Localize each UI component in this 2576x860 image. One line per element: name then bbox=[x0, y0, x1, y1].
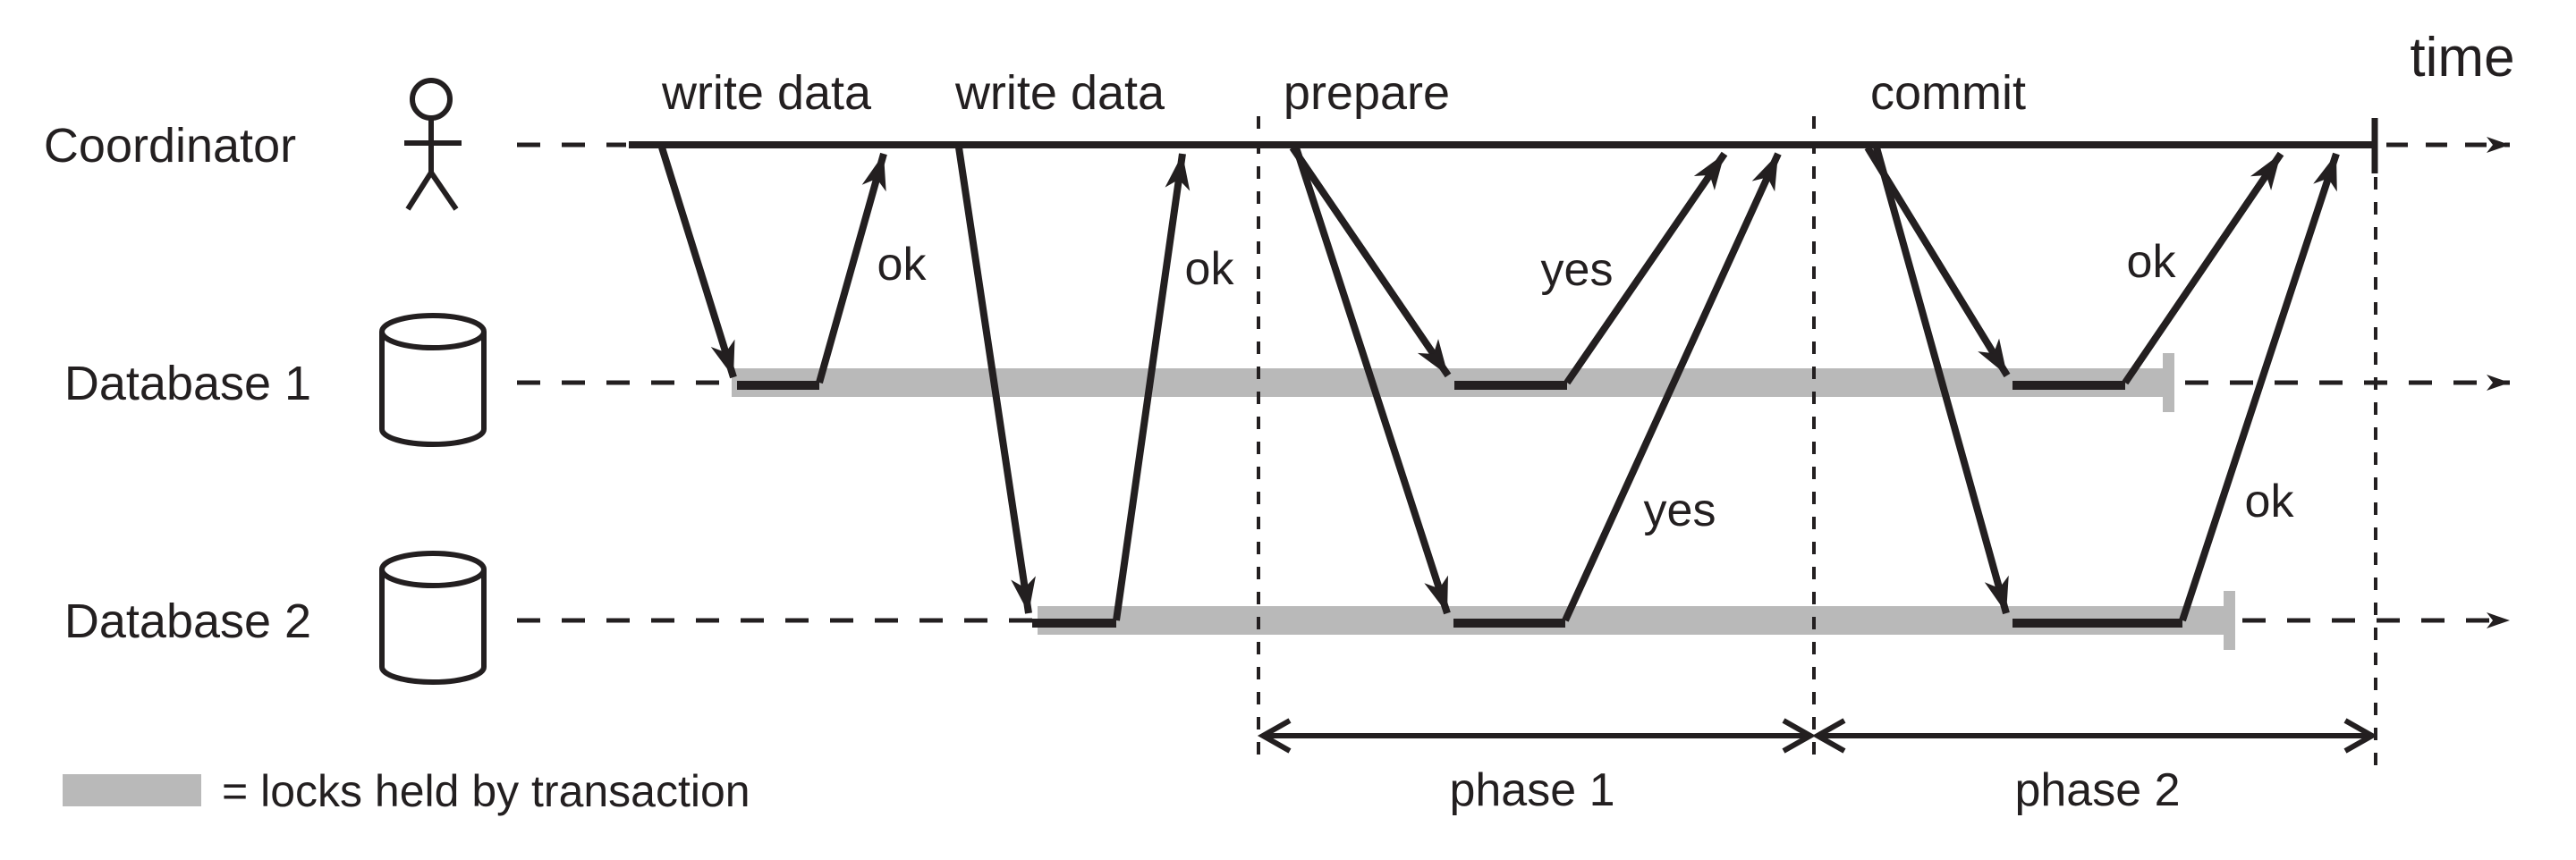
prepare-db1-yes-label: yes bbox=[1541, 244, 1614, 296]
database1-label: Database 1 bbox=[64, 357, 311, 410]
stick-figure-head bbox=[410, 78, 453, 121]
write-data-2-ok-label: ok bbox=[1185, 243, 1235, 295]
phase-boundaries bbox=[1257, 116, 2377, 767]
legend-label: = locks held by transaction bbox=[222, 766, 750, 816]
prepare-db2-yes-arrow bbox=[1562, 152, 1782, 622]
database2-lock-bar-end-cap bbox=[2224, 591, 2235, 650]
commit-db2-ok-label: ok bbox=[2245, 476, 2295, 527]
prepare-label: prepare bbox=[1284, 66, 1450, 120]
prepare-db1-request-arrow bbox=[1289, 145, 1452, 378]
lock-bars bbox=[732, 353, 2235, 650]
commit-db1-ok-arrow bbox=[2122, 151, 2284, 385]
prepare-exchange: prepare yes yes bbox=[1284, 66, 1782, 628]
database1-lock-bar-end-cap bbox=[2163, 353, 2174, 412]
database2-label: Database 2 bbox=[64, 594, 311, 648]
commit-label: commit bbox=[1870, 66, 2026, 120]
commit-db2-ok-arrow bbox=[2179, 152, 2340, 622]
phase2-left-chevron bbox=[1811, 718, 1846, 754]
write-data-2-request-arrow bbox=[955, 147, 1036, 614]
write-data-2-exchange: write data ok bbox=[954, 66, 1235, 628]
commit-db2-request-arrow bbox=[1873, 146, 2010, 615]
database1-cylinder-icon bbox=[379, 313, 487, 448]
write-data-1-exchange: write data ok bbox=[658, 66, 928, 390]
write-data-1-request-arrow bbox=[658, 146, 737, 379]
phase1-left-chevron bbox=[1257, 718, 1292, 754]
phase2-label: phase 2 bbox=[2014, 764, 2180, 816]
write-data-1-response-arrow bbox=[816, 152, 887, 384]
commit-exchange: commit ok ok bbox=[1864, 66, 2340, 628]
phase1-right-chevron bbox=[1782, 718, 1817, 754]
commit-db1-ok-label: ok bbox=[2127, 236, 2177, 288]
write-data-2-label: write data bbox=[954, 66, 1165, 120]
prepare-db2-yes-label: yes bbox=[1644, 485, 1716, 536]
legend: = locks held by transaction bbox=[63, 766, 750, 816]
write-data-1-label: write data bbox=[661, 66, 872, 120]
phase-annotations: phase 1 phase 2 bbox=[1257, 718, 2378, 816]
stick-figure-icon bbox=[404, 78, 462, 211]
legend-lock-swatch bbox=[63, 774, 201, 806]
database2-row: Database 2 bbox=[64, 551, 2510, 686]
prepare-db1-yes-arrow bbox=[1563, 151, 1728, 385]
phase1-label: phase 1 bbox=[1449, 764, 1614, 816]
time-label: time bbox=[2410, 27, 2514, 89]
coordinator-row: Coordinator time bbox=[44, 27, 2515, 211]
commit-db1-request-arrow bbox=[1864, 145, 2011, 378]
write-data-2-response-arrow bbox=[1113, 153, 1191, 621]
coordinator-label: Coordinator bbox=[44, 119, 296, 173]
database2-cylinder-icon bbox=[379, 551, 487, 686]
database1-row: Database 1 bbox=[64, 313, 2510, 448]
phase2-right-chevron bbox=[2343, 718, 2378, 754]
write-data-1-ok-label: ok bbox=[877, 239, 928, 291]
prepare-db2-request-arrow bbox=[1292, 146, 1451, 615]
